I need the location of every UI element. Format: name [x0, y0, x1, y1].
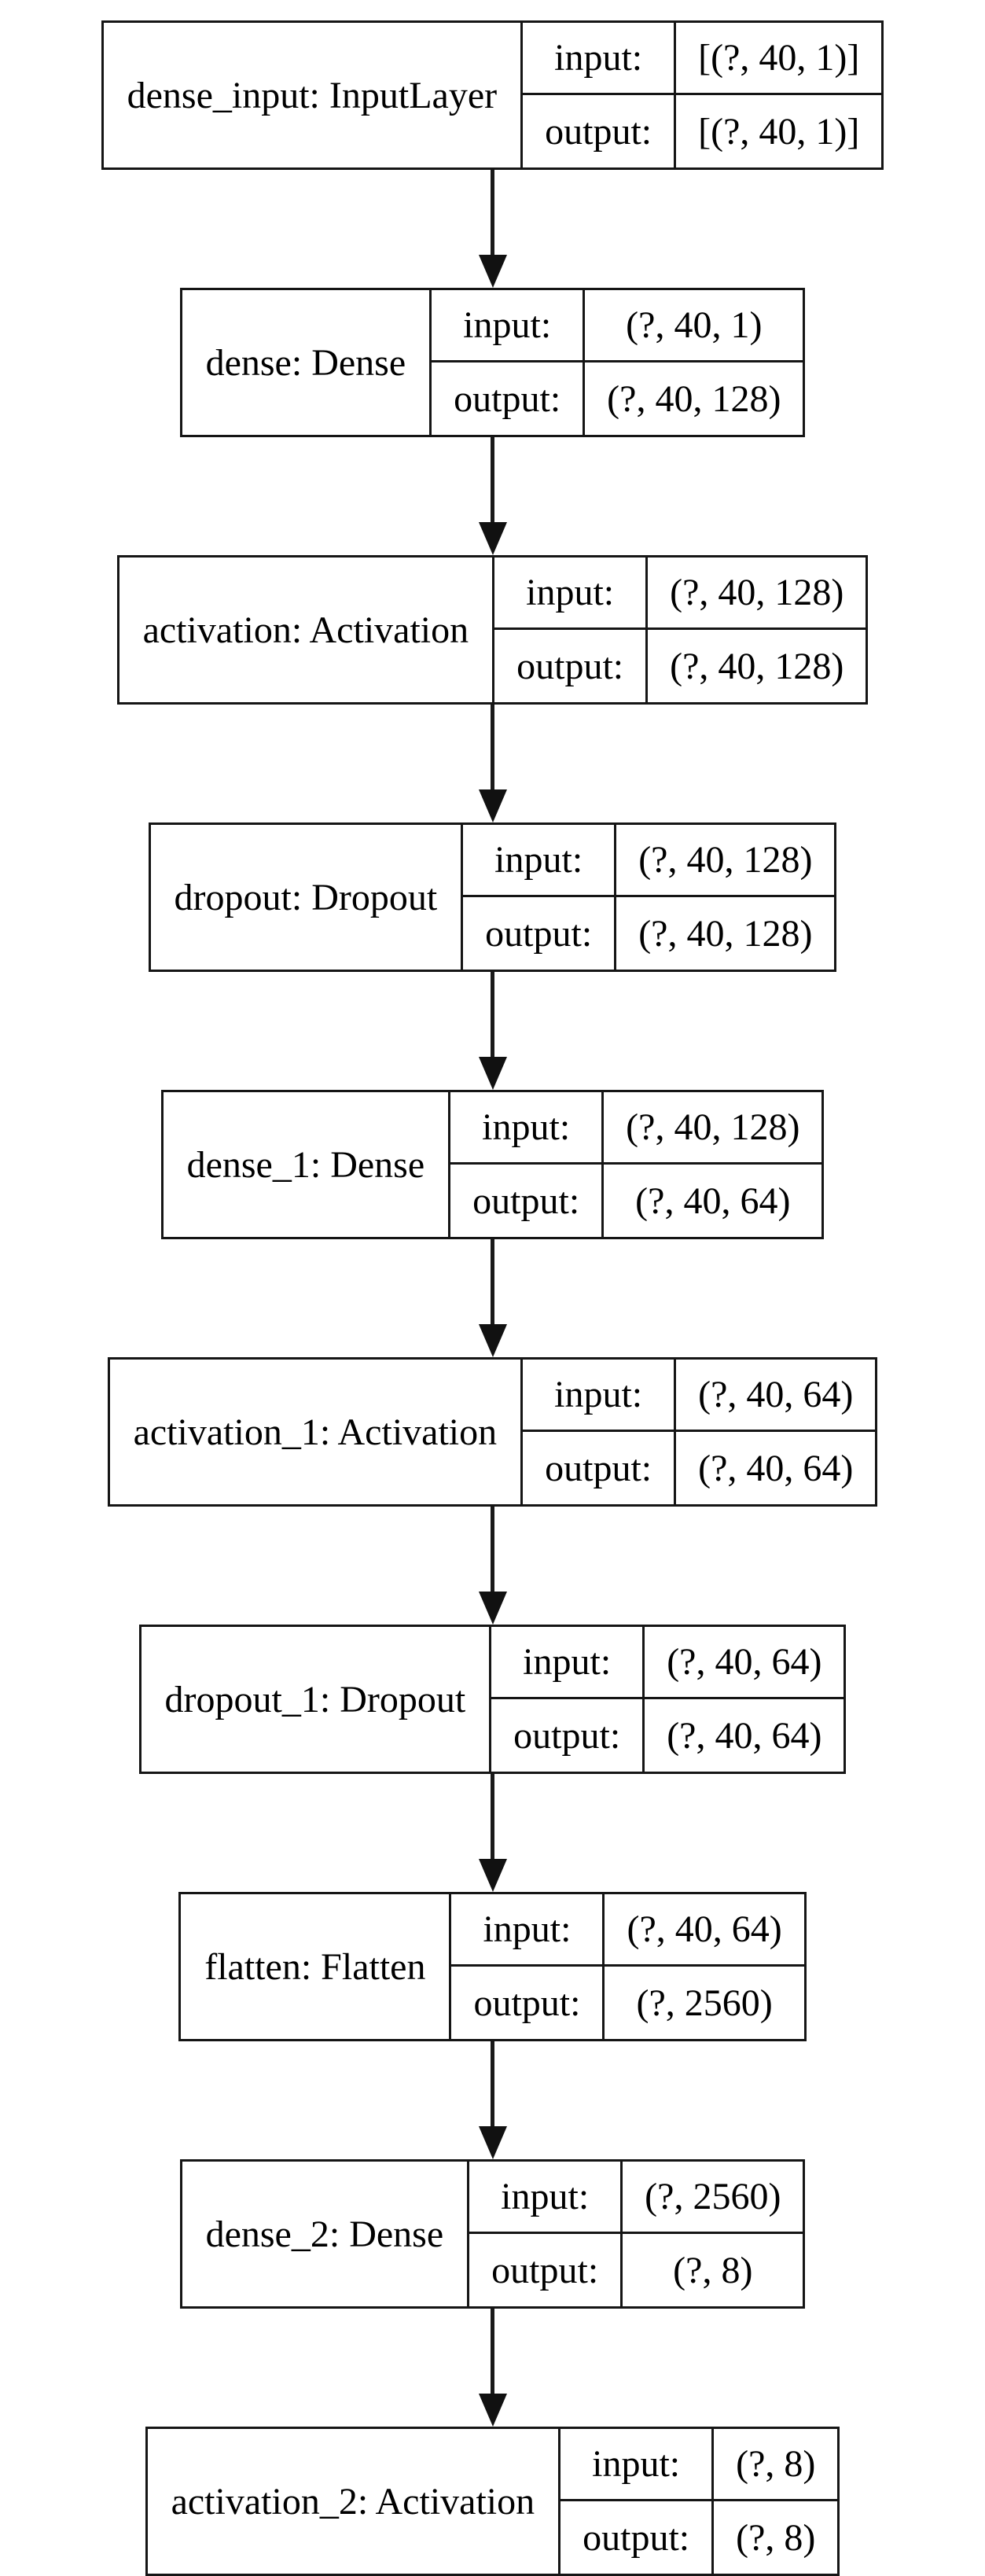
layer-io-table: input: (?, 40, 64) output: (?, 40, 64) [491, 1627, 844, 1772]
layer-io-table: input: (?, 40, 128) output: (?, 40, 128) [494, 558, 866, 702]
layer-name: dense_input: InputLayer [104, 23, 524, 167]
layer-io-table: input: (?, 40, 1) output: (?, 40, 128) [432, 290, 803, 435]
layer-name: activation_2: Activation [148, 2429, 561, 2574]
layer-node: dense_1: Dense input: (?, 40, 128) outpu… [160, 1090, 825, 1239]
output-label: output: [494, 630, 649, 702]
input-label: input: [494, 558, 649, 630]
arrow-line [491, 1507, 494, 1592]
arrowhead-icon [478, 522, 507, 555]
input-shape: (?, 40, 64) [645, 1627, 844, 1699]
layer-io-table: input: (?, 40, 64) output: (?, 40, 64) [523, 1360, 876, 1504]
arrow-line [491, 1239, 494, 1325]
input-label: input: [523, 23, 677, 95]
arrow-line [491, 170, 494, 256]
layer-node: flatten: Flatten input: (?, 40, 64) outp… [178, 1892, 807, 2041]
layer-node: dropout: Dropout input: (?, 40, 128) out… [148, 822, 837, 972]
input-shape: (?, 40, 1) [585, 290, 803, 362]
flow-arrow [478, 170, 507, 288]
output-label: output: [560, 2501, 715, 2574]
layer-name: dense: Dense [182, 290, 432, 435]
arrow-line [491, 2041, 494, 2127]
input-label: input: [491, 1627, 645, 1699]
output-shape: [(?, 40, 1)] [698, 110, 860, 153]
input-label: input: [523, 1360, 677, 1432]
layer-node: activation: Activation input: (?, 40, 12… [116, 555, 869, 705]
input-shape: [(?, 40, 1)] [676, 23, 882, 95]
layer-name: activation: Activation [119, 558, 495, 702]
input-shape: (?, 40, 64) [605, 1894, 804, 1967]
input-shape: (?, 40, 128) [616, 825, 835, 897]
arrowhead-icon [478, 2394, 507, 2427]
output-shape: (?, 2560) [636, 1982, 773, 2024]
input-shape: (?, 2560) [623, 2162, 803, 2234]
arrowhead-icon [478, 789, 507, 822]
layer-name: dropout: Dropout [151, 825, 464, 970]
layer-node: dense: Dense input: (?, 40, 1) output: (… [179, 288, 806, 437]
layer-node: activation_2: Activation input: (?, 8) o… [145, 2427, 840, 2576]
arrow-line [491, 705, 494, 790]
layer-io-table: input: (?, 8) output: (?, 8) [560, 2429, 838, 2574]
arrowhead-icon [478, 2126, 507, 2159]
input-shape: (?, 40, 128) [604, 1092, 822, 1165]
output-shape: (?, 8) [673, 2249, 753, 2291]
input-label: input: [451, 1894, 605, 1967]
arrow-line [491, 2309, 494, 2394]
arrowhead-icon [478, 255, 507, 288]
input-shape: (?, 40, 64) [676, 1360, 876, 1432]
output-label: output: [432, 362, 586, 435]
layer-io-table: input: [(?, 40, 1)] output: [(?, 40, 1)] [523, 23, 882, 167]
output-shape: (?, 40, 128) [638, 912, 813, 955]
arrowhead-icon [478, 1057, 507, 1090]
input-label: input: [450, 1092, 605, 1165]
layer-node: dense_2: Dense input: (?, 2560) output: … [179, 2159, 806, 2309]
output-shape: (?, 40, 128) [607, 377, 781, 420]
flow-arrow [478, 1239, 507, 1357]
output-label: output: [451, 1967, 605, 2039]
arrow-line [491, 972, 494, 1058]
arrowhead-icon [478, 1859, 507, 1892]
input-label: input: [463, 825, 617, 897]
output-label: output: [450, 1165, 605, 1237]
layer-name: dense_2: Dense [182, 2162, 470, 2306]
layer-name: activation_1: Activation [110, 1360, 524, 1504]
flow-arrow [478, 437, 507, 555]
layer-io-table: input: (?, 40, 128) output: (?, 40, 128) [463, 825, 835, 970]
flow-arrow [478, 2309, 507, 2427]
flow-arrow [478, 705, 507, 822]
arrowhead-icon [478, 1324, 507, 1357]
output-shape: (?, 8) [736, 2516, 816, 2559]
output-shape: (?, 40, 128) [670, 645, 844, 687]
arrow-line [491, 1774, 494, 1860]
layer-node: dropout_1: Dropout input: (?, 40, 64) ou… [138, 1625, 847, 1774]
input-label: input: [469, 2162, 623, 2234]
output-shape: (?, 40, 64) [635, 1179, 791, 1222]
arrowhead-icon [478, 1592, 507, 1625]
output-label: output: [463, 897, 617, 970]
layer-io-table: input: (?, 2560) output: (?, 8) [469, 2162, 803, 2306]
layer-name: dense_1: Dense [164, 1092, 451, 1237]
flow-arrow [478, 1507, 507, 1625]
layer-node: activation_1: Activation input: (?, 40, … [107, 1357, 878, 1507]
input-label: input: [560, 2429, 715, 2501]
layer-io-table: input: (?, 40, 64) output: (?, 2560) [451, 1894, 804, 2039]
output-label: output: [523, 1432, 677, 1504]
flow-arrow [478, 1774, 507, 1892]
flow-arrow [478, 2041, 507, 2159]
layer-name: flatten: Flatten [181, 1894, 452, 2039]
input-shape: (?, 40, 128) [648, 558, 866, 630]
flow-arrow [478, 972, 507, 1090]
output-shape: (?, 40, 64) [698, 1447, 854, 1489]
layer-node: dense_input: InputLayer input: [(?, 40, … [101, 20, 884, 170]
input-label: input: [432, 290, 586, 362]
layer-name: dropout_1: Dropout [142, 1627, 492, 1772]
output-label: output: [469, 2234, 623, 2306]
output-shape: (?, 40, 64) [667, 1714, 822, 1757]
arrow-line [491, 437, 494, 523]
output-label: output: [523, 95, 677, 167]
input-shape: (?, 8) [714, 2429, 838, 2501]
layer-io-table: input: (?, 40, 128) output: (?, 40, 64) [450, 1092, 822, 1237]
output-label: output: [491, 1699, 645, 1772]
